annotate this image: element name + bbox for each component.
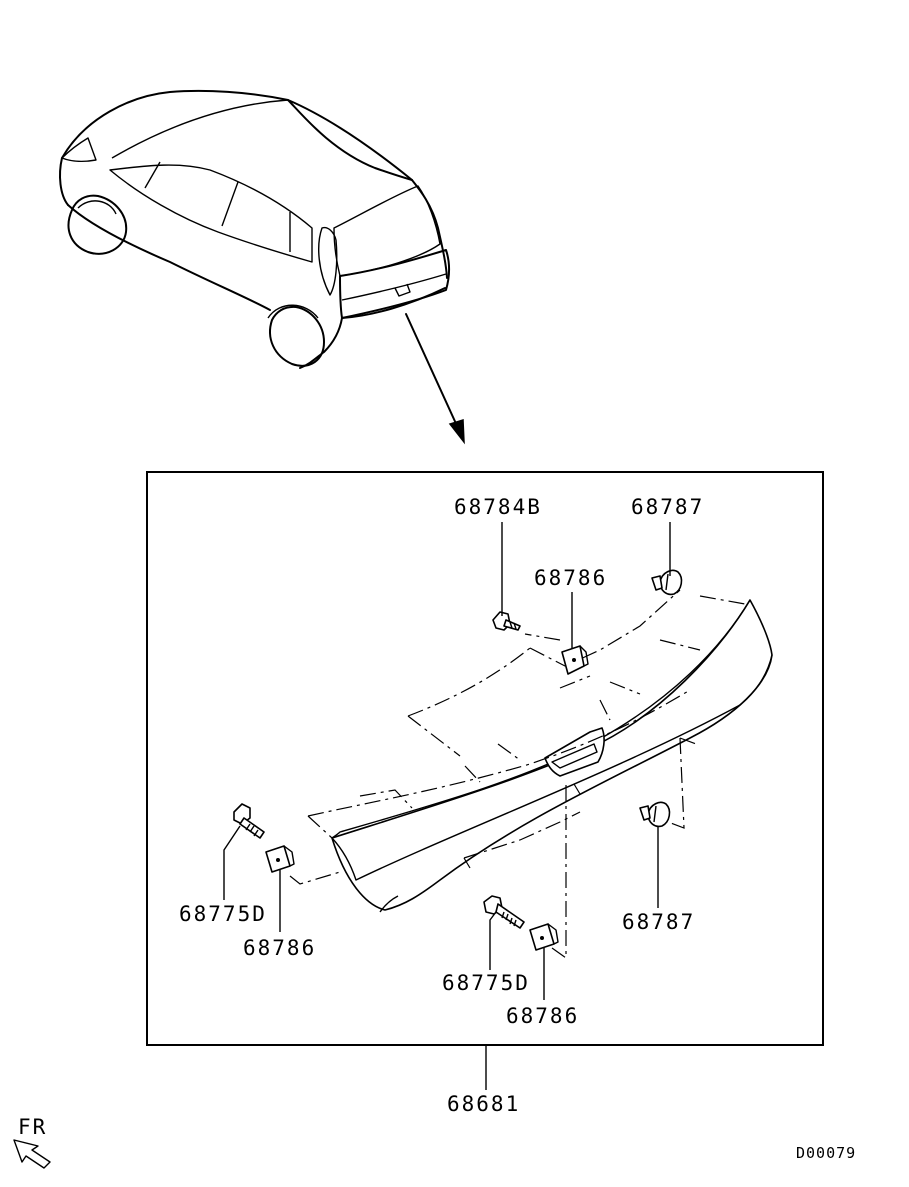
clip-top-icon (651, 569, 683, 596)
label-nut-top: 68786 (534, 566, 607, 590)
front-direction-indicator: FR (13, 1115, 51, 1169)
label-assembly: 68681 (447, 1092, 520, 1116)
front-arrow-icon (13, 1139, 51, 1169)
label-nut-bottom: 68786 (506, 1004, 579, 1028)
front-label: FR (18, 1115, 47, 1139)
bolt-top-icon (492, 611, 521, 631)
label-bolt-top: 68784B (454, 495, 542, 519)
label-clip-top: 68787 (631, 495, 704, 519)
nut-top-icon (561, 645, 589, 675)
label-nut-left: 68786 (243, 936, 316, 960)
reference-lines (289, 589, 746, 959)
rear-garnish (331, 599, 773, 913)
label-clip-right: 68787 (622, 910, 695, 934)
bolt-left-icon (233, 803, 265, 839)
bolt-bottom-icon (483, 895, 525, 929)
label-bolt-left: 68775D (179, 902, 267, 926)
detail-frame (146, 471, 824, 1046)
leader-lines (223, 522, 671, 1090)
clip-right-icon (639, 801, 671, 828)
label-bolt-bottom: 68775D (442, 971, 530, 995)
drawing-code: D00079 (796, 1144, 856, 1162)
nut-left-icon (265, 845, 295, 873)
nut-bottom-icon (529, 923, 559, 951)
car-illustration (59, 89, 465, 445)
